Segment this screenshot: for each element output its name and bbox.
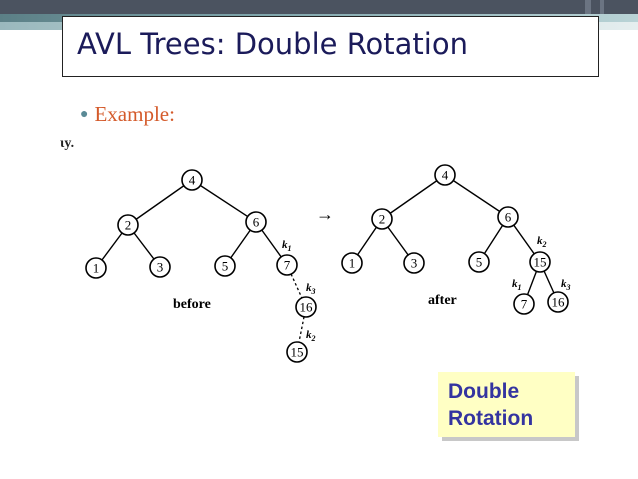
tree-node-before: 6: [245, 211, 267, 233]
node-label: 3: [411, 256, 418, 271]
slide-title: AVL Trees: Double Rotation: [77, 27, 468, 61]
node-label: 15: [534, 255, 547, 270]
node-label: 2: [379, 212, 386, 227]
k1-label: k1: [512, 278, 522, 292]
node-label: 5: [476, 255, 483, 270]
edge: [444, 174, 509, 218]
node-label: 7: [284, 258, 291, 273]
tree-node-before: 5: [214, 255, 236, 277]
bullet-text: Example:: [94, 102, 175, 126]
tree-node-before: 7: [276, 254, 298, 276]
node-label: 3: [157, 260, 164, 275]
k2-label: k2: [306, 329, 316, 343]
edge: [127, 179, 193, 226]
title-box: AVL Trees: Double Rotation: [62, 16, 599, 77]
tree-node-before: 4: [181, 169, 203, 191]
tree-node-before: 1: [85, 257, 107, 279]
before-caption: before: [173, 297, 211, 312]
callout-line-1: Double: [448, 380, 520, 403]
scan-fragment-text: ιy.: [60, 136, 75, 151]
tree-node-before: 15: [286, 341, 308, 363]
node-label: 1: [349, 256, 356, 271]
node-label: 4: [189, 173, 196, 188]
rotation-arrow-icon: →: [316, 204, 334, 224]
node-label: 2: [125, 218, 132, 233]
tree-node-after: 5: [468, 251, 490, 273]
tree-node-after: 4: [434, 164, 456, 186]
tree-node-after: 6: [497, 206, 519, 228]
tree-node-after: 3: [403, 252, 425, 274]
edge: [381, 174, 446, 220]
bullet-item: ● Example:: [80, 102, 175, 127]
edge: [191, 179, 257, 223]
node-label: 16: [300, 300, 314, 315]
callout-line-2: Rotation: [448, 407, 534, 430]
tree-node-after: 1: [341, 252, 363, 274]
node-label: 5: [222, 259, 229, 274]
double-rotation-callout: Double Rotation: [438, 372, 575, 437]
node-label: 6: [253, 215, 260, 230]
node-label: 6: [505, 210, 512, 225]
k3-label: k3: [306, 282, 316, 296]
k1-label: k1: [282, 239, 292, 253]
tree-node-after: 2: [371, 208, 393, 230]
tree-node-before: 16: [295, 296, 317, 318]
bullet-dot-icon: ●: [80, 105, 89, 121]
tree-node-before: 2: [117, 214, 139, 236]
header-band-dark: [0, 0, 638, 14]
tree-node-after: 16: [547, 291, 569, 313]
k3-label: k3: [561, 278, 571, 292]
node-label: 4: [442, 168, 449, 183]
tree-node-after: 15: [529, 251, 551, 273]
header-stripe: [600, 0, 604, 14]
after-caption: after: [428, 293, 457, 308]
k2-label: k2: [537, 235, 547, 249]
node-label: 1: [93, 261, 100, 276]
node-label: 15: [291, 345, 304, 360]
node-label: 7: [521, 297, 528, 312]
tree-node-before: 3: [149, 256, 171, 278]
node-label: 16: [552, 295, 566, 310]
header-stripe: [585, 0, 591, 14]
tree-node-after: 7: [513, 293, 535, 315]
